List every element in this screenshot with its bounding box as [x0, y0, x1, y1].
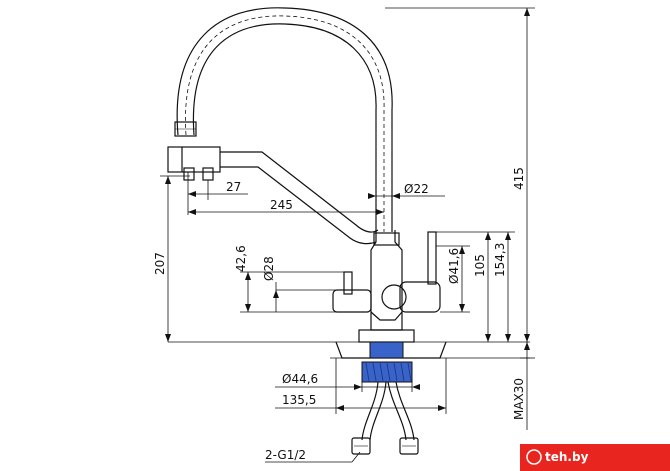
- watermark-logo-icon: [526, 449, 542, 465]
- dim-207: [160, 175, 190, 342]
- thread-stripe: [365, 362, 370, 382]
- thread-stripe: [407, 362, 412, 382]
- right-hose-fitting: [399, 437, 419, 455]
- label-d41-6: Ø41,6: [447, 248, 461, 284]
- dim-left-handle: [240, 271, 345, 313]
- dim-max30: [520, 342, 535, 430]
- label-27: 27: [226, 180, 241, 194]
- thread-stripe: [379, 362, 384, 382]
- dim-right-handle: [436, 231, 515, 342]
- dim-d44-6: [275, 380, 420, 392]
- body-collar: [373, 232, 400, 246]
- right-handle-body: [399, 281, 441, 313]
- dim-thread-leader: [265, 451, 361, 463]
- base-plate: [358, 329, 415, 343]
- aerator-2: [202, 167, 214, 181]
- left-lever: [343, 271, 353, 295]
- label-d28: Ø28: [262, 256, 276, 281]
- label-max30: MAX30: [512, 378, 526, 420]
- label-135-5: 135,5: [282, 393, 316, 407]
- label-207: 207: [153, 252, 167, 275]
- thread-stripe: [386, 362, 391, 382]
- right-lever: [427, 231, 437, 285]
- spout-arch: [174, 7, 393, 232]
- label-105: 105: [473, 254, 487, 277]
- right-handle-cap: [381, 284, 407, 310]
- label-154-3: 154,3: [493, 243, 507, 277]
- dim-135-5: [275, 358, 447, 414]
- faucet-body: [332, 230, 441, 343]
- aerator-1: [183, 167, 195, 181]
- countertop: [168, 341, 530, 359]
- label-245: 245: [270, 198, 293, 212]
- label-42-6: 42,6: [234, 245, 248, 272]
- label-d22: Ø22: [404, 182, 429, 196]
- supply-hoses: [351, 381, 419, 455]
- label-415: 415: [512, 167, 526, 190]
- watermark[interactable]: teh.by: [520, 444, 670, 471]
- watermark-text: teh.by: [545, 450, 589, 464]
- threaded-shank: [361, 341, 413, 383]
- dim-415: [385, 7, 535, 342]
- dim-27: [187, 172, 248, 215]
- left-handle-body: [332, 289, 372, 313]
- thread-stripe: [372, 362, 377, 382]
- left-hose-fitting: [351, 437, 371, 455]
- label-d44-6: Ø44,6: [282, 372, 318, 386]
- dim-d22: [368, 193, 445, 199]
- dim-245: [188, 209, 384, 215]
- watermark-background: [520, 444, 670, 471]
- spout-head: [167, 146, 379, 245]
- label-thread: 2-G1/2: [265, 448, 306, 462]
- thread-stripe: [400, 362, 405, 382]
- thread-stripe: [393, 362, 398, 382]
